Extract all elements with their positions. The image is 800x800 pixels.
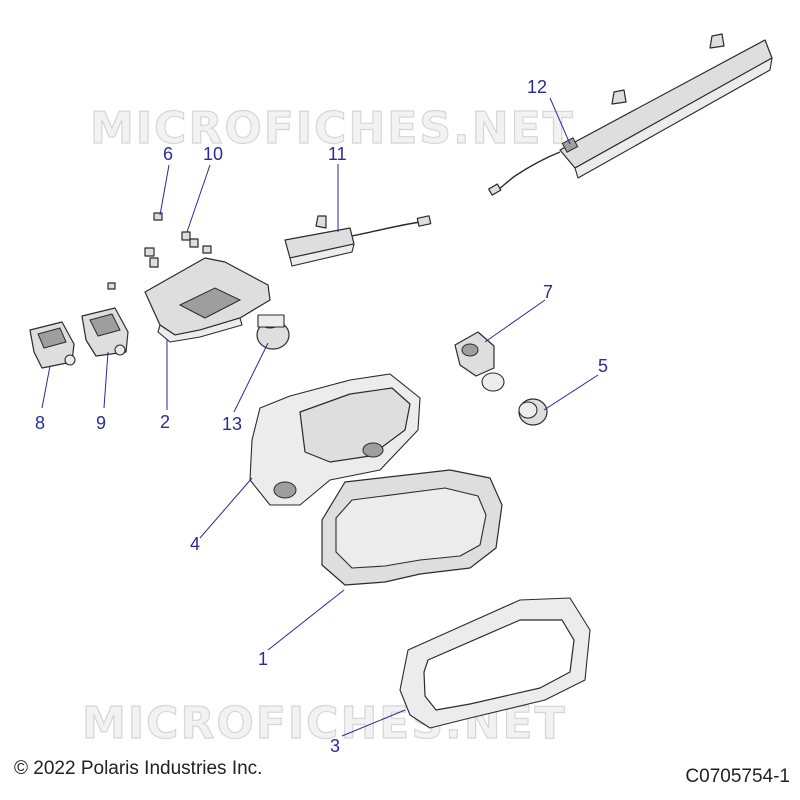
callout-5: 5: [598, 356, 608, 376]
part-8-rocker-switch: [29, 321, 76, 369]
callout-3: 3: [330, 736, 340, 756]
callout-10: 10: [203, 144, 223, 164]
part-5-power-socket: [518, 398, 548, 426]
callout-13: 13: [222, 414, 242, 434]
callout-8: 8: [35, 413, 45, 433]
part-2-bracket: [144, 257, 271, 343]
drawing-number: C0705754-1: [685, 766, 790, 787]
copyright-notice: © 2022 Polaris Industries Inc.: [14, 758, 263, 779]
callout-2: 2: [160, 412, 170, 432]
part-13-switch: [256, 314, 290, 350]
callouts: 1 2 3 4 5 6 7 8 9 10 11 12 13: [35, 77, 608, 756]
part-10-bolts: [107, 231, 212, 290]
callout-1: 1: [258, 649, 268, 669]
callout-6: 6: [163, 144, 173, 164]
part-12-rail: [488, 33, 773, 196]
callout-11: 11: [328, 144, 347, 164]
part-9-rocker-switch: [81, 307, 129, 357]
part-7-ignition-switch: [454, 331, 505, 392]
part-1-instrument-cluster: [321, 469, 503, 586]
leader-lines: [41, 97, 599, 737]
part-4-housing: [249, 373, 421, 506]
part-6-bolt: [153, 212, 163, 221]
callout-4: 4: [190, 534, 200, 554]
callout-7: 7: [543, 282, 553, 302]
callout-9: 9: [96, 413, 106, 433]
watermark-top: MICROFICHES.NET: [90, 103, 575, 154]
part-11-sensor: [284, 215, 432, 267]
part-3-bezel: [399, 597, 591, 729]
callout-12: 12: [527, 77, 547, 97]
